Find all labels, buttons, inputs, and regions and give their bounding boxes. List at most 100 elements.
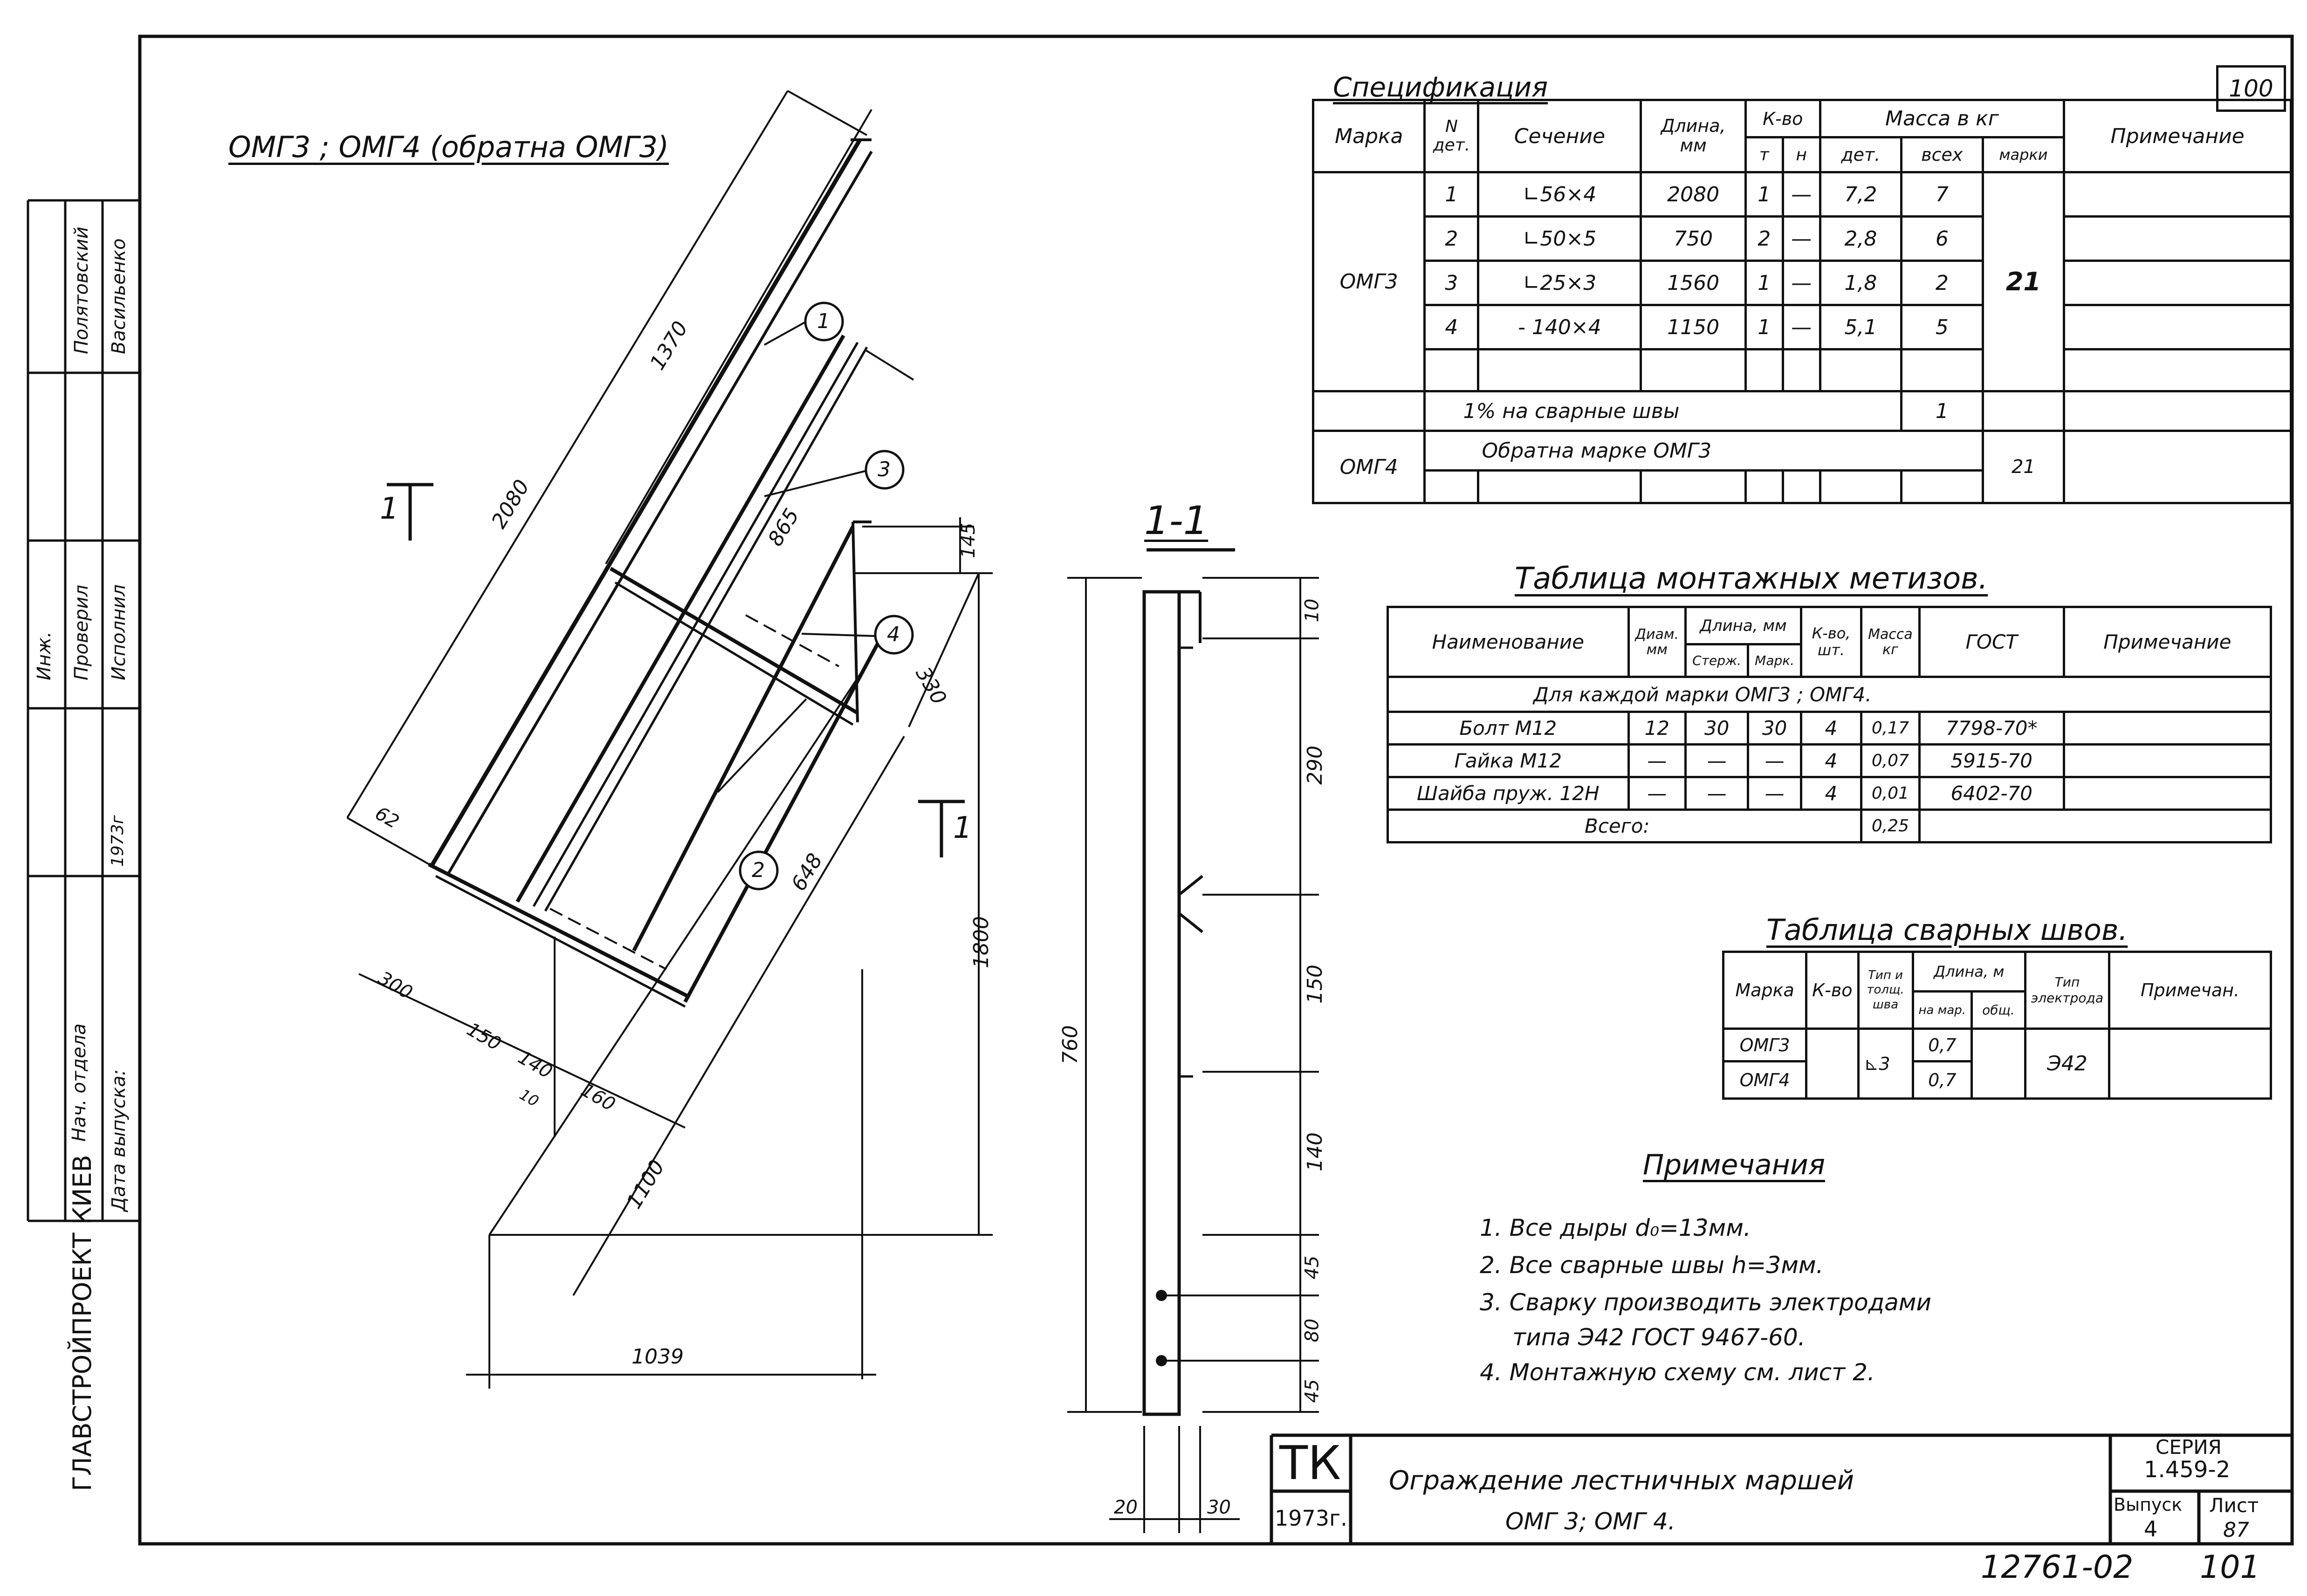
fast-gost: 7798-70*: [1918, 711, 2065, 746]
sec-dim-10: 10: [1301, 598, 1323, 623]
spec-row-n: —: [1781, 215, 1821, 262]
spec-empty: [2063, 390, 2292, 432]
callout-2: 2: [752, 858, 765, 882]
spec-h-qty: К-во: [1744, 99, 1821, 138]
spec-row-n: —: [1781, 171, 1821, 218]
weld-h-qty: К-во: [1805, 951, 1860, 1030]
stamp-role-eng: Инж.: [34, 631, 55, 680]
sec-dim-150: 150: [1303, 965, 1327, 1004]
spec-title: Спецификация: [1333, 71, 1548, 103]
spec-empty: [1781, 348, 1821, 392]
spec-row-note: [2063, 215, 2292, 262]
spec-empty: [1640, 348, 1747, 392]
fast-name: Гайка М12: [1387, 743, 1630, 778]
spec-weld-mass: 1: [1900, 390, 1984, 432]
callout-3: 3: [878, 458, 891, 481]
spec-row-mall: 6: [1900, 215, 1984, 262]
fast-h-rod: Стерж.: [1684, 643, 1750, 678]
spec-h-mark: Марка: [1311, 99, 1426, 173]
fast-note: [2062, 743, 2273, 778]
weld-mark: ОМГ4: [1722, 1060, 1808, 1100]
spec-row-mdet: 1,8: [1819, 260, 1903, 306]
weld-total: [1971, 1027, 2026, 1100]
fast-mark: —: [1747, 776, 1802, 811]
fast-h-note: Примечание: [2062, 606, 2273, 678]
fast-mark: —: [1747, 743, 1802, 778]
fast-mass: 0,01: [1860, 776, 1921, 811]
weld-length: 0,7: [1911, 1060, 1973, 1100]
spec-empty: [1744, 469, 1784, 504]
weld-length: 0,7: [1911, 1027, 1973, 1062]
sec-dim-140: 140: [1303, 1132, 1327, 1171]
weld-electrode: Э42: [2024, 1027, 2111, 1100]
spec-empty: [1819, 348, 1903, 392]
weld-fillet-icon: ⊾: [1864, 1053, 1879, 1074]
fast-total: 0,25: [1860, 808, 1921, 843]
issue-label: Выпуск: [2114, 1494, 2183, 1515]
callout-4: 4: [887, 623, 900, 646]
spec-h-n: н: [1781, 136, 1821, 173]
spec-row-note: [2063, 304, 2292, 350]
fast-mass: 0,07: [1860, 743, 1921, 778]
spec-mark1-total: 21: [1981, 171, 2066, 392]
spec-row-section: ∟56×4: [1477, 171, 1642, 218]
notes-title: Примечания: [1643, 1149, 1825, 1181]
fast-total-label: Всего:: [1386, 808, 1863, 843]
sec-dim-45a: 45: [1301, 1255, 1323, 1280]
weld-h-total: общ.: [1971, 990, 2026, 1030]
fast-gost: 5915-70: [1918, 743, 2065, 778]
sheet-number-box: 100: [2216, 65, 2286, 112]
spec-empty: [1900, 469, 1984, 504]
callout-circles: [739, 301, 914, 890]
spec-row-mdet: 5,1: [1819, 304, 1903, 350]
weld-h-note: Примечан.: [2108, 951, 2272, 1030]
weld-mark: ОМГ3: [1722, 1027, 1808, 1062]
spec-empty: [1744, 348, 1784, 392]
railing-elevation: [346, 90, 993, 1389]
bottom-code: 12761-02: [1981, 1549, 2134, 1586]
weld-type: ⊾3: [1857, 1027, 1914, 1100]
fast-note: [2062, 776, 2273, 811]
title-line2: ОМГ 3; ОМГ 4.: [1505, 1508, 1675, 1535]
spec-mark2-total: 21: [1981, 430, 2066, 504]
spec-h-length: Длина, мм: [1640, 99, 1747, 173]
sec-dim-80: 80: [1301, 1318, 1323, 1343]
spec-row-section: ∟25×3: [1477, 260, 1642, 306]
spec-row-mall: 7: [1900, 171, 1984, 218]
callout-1: 1: [817, 309, 830, 333]
spec-weld-row: 1% на сварные швы: [1423, 390, 1903, 432]
fast-name: Шайба пруж. 12Н: [1387, 776, 1630, 811]
stamp-role-check: Проверил: [71, 584, 92, 680]
fast-rod: —: [1684, 776, 1750, 811]
title-year: 1973г.: [1275, 1506, 1347, 1531]
series-value: 1.459-2: [2144, 1457, 2231, 1483]
stamp-org: ГЛАВСТРОЙПРОЕКТ КИЕВ: [68, 1155, 97, 1491]
fast-mark: 30: [1747, 711, 1802, 746]
weld-h-mark: Марка: [1722, 951, 1808, 1030]
fast-h-mass: Масса кг: [1860, 606, 1921, 678]
weld-note: [2108, 1027, 2272, 1100]
spec-empty: [1423, 348, 1480, 392]
stamp-name-1: Васильенко: [108, 238, 130, 354]
spec-h-note: Примечание: [2063, 99, 2292, 173]
fast-empty: [1918, 808, 2273, 843]
title-line1: Ограждение лестничных маршей: [1389, 1466, 1854, 1496]
fast-h-diam: Диам. мм: [1627, 606, 1687, 678]
bolt-hole-1: [1156, 1290, 1167, 1301]
note-1: 1. Все дыры d₀=13мм.: [1480, 1214, 1751, 1241]
fast-gost: 6402-70: [1918, 776, 2065, 811]
spec-mark-omg3: ОМГ3: [1311, 171, 1426, 392]
fast-note: [2062, 711, 2273, 746]
fast-h-name: Наименование: [1387, 606, 1630, 678]
stamp-role-head: Нач. отдела: [69, 1023, 90, 1142]
spec-empty: [1423, 469, 1480, 504]
spec-empty: [1477, 469, 1642, 504]
spec-row-section: ∟50×5: [1477, 215, 1642, 262]
spec-row-length: 1560: [1640, 260, 1747, 306]
series-label: СЕРИЯ: [2156, 1436, 2222, 1459]
stamp-name-2: Полятовский: [71, 226, 92, 354]
stamp-role-exec: Исполнил: [108, 584, 130, 680]
note-3-cont: типа Э42 ГОСТ 9467-60.: [1512, 1324, 1806, 1351]
spec-row-mdet: 2,8: [1819, 215, 1903, 262]
fast-rod: —: [1684, 743, 1750, 778]
